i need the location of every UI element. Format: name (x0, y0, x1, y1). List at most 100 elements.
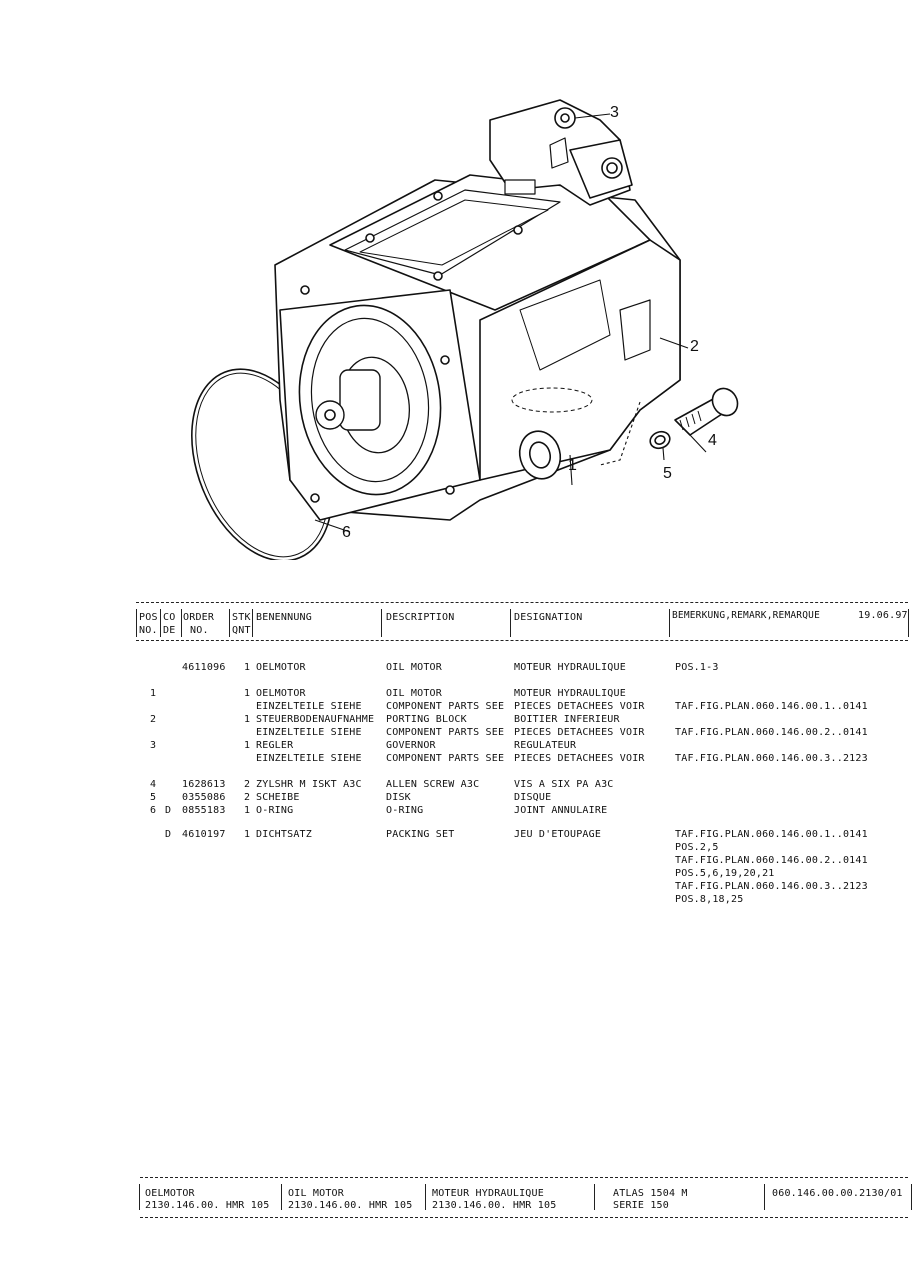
row-designation: PIECES DETACHEES VOIR (514, 753, 645, 764)
footer-name-de: OELMOTOR (145, 1188, 195, 1199)
header-stk: STK (232, 612, 251, 623)
header-order: NO. (190, 625, 209, 636)
row-pos: 2 (150, 714, 157, 725)
row-code: D (165, 829, 172, 840)
header-divider (669, 609, 670, 637)
footer-bottom-rule (140, 1217, 908, 1218)
row-description: PACKING SET (386, 829, 455, 840)
row-qty: 2 (244, 779, 251, 790)
row-description: ALLEN SCREW A3C (386, 779, 480, 790)
header-divider (160, 609, 161, 637)
row-designation: JOINT ANNULAIRE (514, 805, 608, 816)
footer-divider (139, 1184, 140, 1210)
row-designation: BOITIER INFERIEUR (514, 714, 620, 725)
header-divider (136, 609, 137, 637)
header-divider (908, 609, 909, 637)
row-benennung: ZYLSHR M ISKT A3C (256, 779, 362, 790)
row-code: D (165, 805, 172, 816)
row-description: OIL MOTOR (386, 688, 442, 699)
row-order-no: 4610197 (182, 829, 226, 840)
row-pos: 5 (150, 792, 157, 803)
row-description: OIL MOTOR (386, 662, 442, 673)
header-co: CO (163, 612, 176, 623)
row-benennung: EINZELTEILE SIEHE (256, 753, 362, 764)
row-remark: TAF.FIG.PLAN.060.146.00.3..2123 (675, 881, 868, 892)
row-designation: PIECES DETACHEES VOIR (514, 727, 645, 738)
row-description: COMPONENT PARTS SEE (386, 727, 505, 738)
row-qty: 2 (244, 792, 251, 803)
header-divider (510, 609, 511, 637)
callout-1: 1 (568, 457, 577, 474)
row-benennung: REGLER (256, 740, 294, 751)
footer-plan-number: 060.146.00.00.2130/01 (772, 1188, 903, 1199)
row-order-no: 4611096 (182, 662, 226, 673)
row-remark: TAF.FIG.PLAN.060.146.00.1..0141 (675, 829, 868, 840)
footer-divider (594, 1184, 595, 1210)
footer-series: SERIE 150 (613, 1200, 669, 1211)
footer-model: ATLAS 1504 M (613, 1188, 688, 1199)
row-designation: MOTEUR HYDRAULIQUE (514, 662, 626, 673)
row-designation: REGULATEUR (514, 740, 577, 751)
row-qty: 1 (244, 829, 251, 840)
row-order-no: 1628613 (182, 779, 226, 790)
header-date: 19.06.97 (858, 610, 908, 621)
row-description: DISK (386, 792, 411, 803)
callout-5: 5 (663, 465, 672, 482)
row-designation: JEU D'ETOUPAGE (514, 829, 602, 840)
row-designation: VIS A SIX PA A3C (514, 779, 614, 790)
header-divider (252, 609, 253, 637)
row-remark: POS.8,18,25 (675, 894, 744, 905)
header-benennung: BENENNUNG (256, 612, 312, 623)
row-benennung: OELMOTOR (256, 662, 306, 673)
row-benennung: EINZELTEILE SIEHE (256, 727, 362, 738)
callout-3: 3 (610, 104, 619, 121)
callout-2: 2 (690, 338, 699, 355)
row-designation: PIECES DETACHEES VOIR (514, 701, 645, 712)
footer-top-rule (140, 1177, 908, 1178)
drive-shaft (339, 369, 381, 431)
row-description: COMPONENT PARTS SEE (386, 701, 505, 712)
header-remark: BEMERKUNG,REMARK,REMARQUE (672, 610, 820, 621)
row-description: O-RING (386, 805, 424, 816)
allen-screw-part (674, 387, 739, 436)
footer-divider (764, 1184, 765, 1210)
row-benennung: EINZELTEILE SIEHE (256, 701, 362, 712)
row-benennung: OELMOTOR (256, 688, 306, 699)
row-description: PORTING BLOCK (386, 714, 467, 725)
row-designation: MOTEUR HYDRAULIQUE (514, 688, 626, 699)
oil-motor-body (274, 174, 681, 521)
row-pos: 6 (150, 805, 157, 816)
footer-ref-de: 2130.146.00. HMR 105 (145, 1200, 270, 1211)
header-designation: DESIGNATION (514, 612, 583, 623)
header-pos: POS (139, 612, 158, 623)
row-remark: TAF.FIG.PLAN.060.146.00.3..2123 (675, 753, 868, 764)
header-bottom-rule (136, 640, 908, 641)
row-description: GOVERNOR (386, 740, 436, 751)
row-description: COMPONENT PARTS SEE (386, 753, 505, 764)
footer-ref-en: 2130.146.00. HMR 105 (288, 1200, 413, 1211)
callout-4: 4 (708, 432, 717, 449)
row-pos: 3 (150, 740, 157, 751)
row-designation: DISQUE (514, 792, 552, 803)
callout-6: 6 (342, 524, 351, 541)
row-benennung: O-RING (256, 805, 294, 816)
row-order-no: 0855183 (182, 805, 226, 816)
row-remark: POS.1-3 (675, 662, 719, 673)
row-order-no: 0355086 (182, 792, 226, 803)
row-qty: 1 (244, 714, 251, 725)
row-qty: 1 (244, 805, 251, 816)
row-qty: 1 (244, 688, 251, 699)
header-stk: QNT (232, 625, 251, 636)
header-divider (381, 609, 382, 637)
row-remark: TAF.FIG.PLAN.060.146.00.1..0141 (675, 701, 868, 712)
footer-ref-fr: 2130.146.00. HMR 105 (432, 1200, 557, 1211)
header-pos: NO. (139, 625, 158, 636)
header-divider (181, 609, 182, 637)
footer-name-fr: MOTEUR HYDRAULIQUE (432, 1188, 544, 1199)
row-remark: TAF.FIG.PLAN.060.146.00.2..0141 (675, 727, 868, 738)
row-benennung: SCHEIBE (256, 792, 300, 803)
row-benennung: STEUERBODENAUFNAHME (256, 714, 375, 725)
header-top-rule (136, 602, 908, 603)
header-divider (229, 609, 230, 637)
row-pos: 1 (150, 688, 157, 699)
